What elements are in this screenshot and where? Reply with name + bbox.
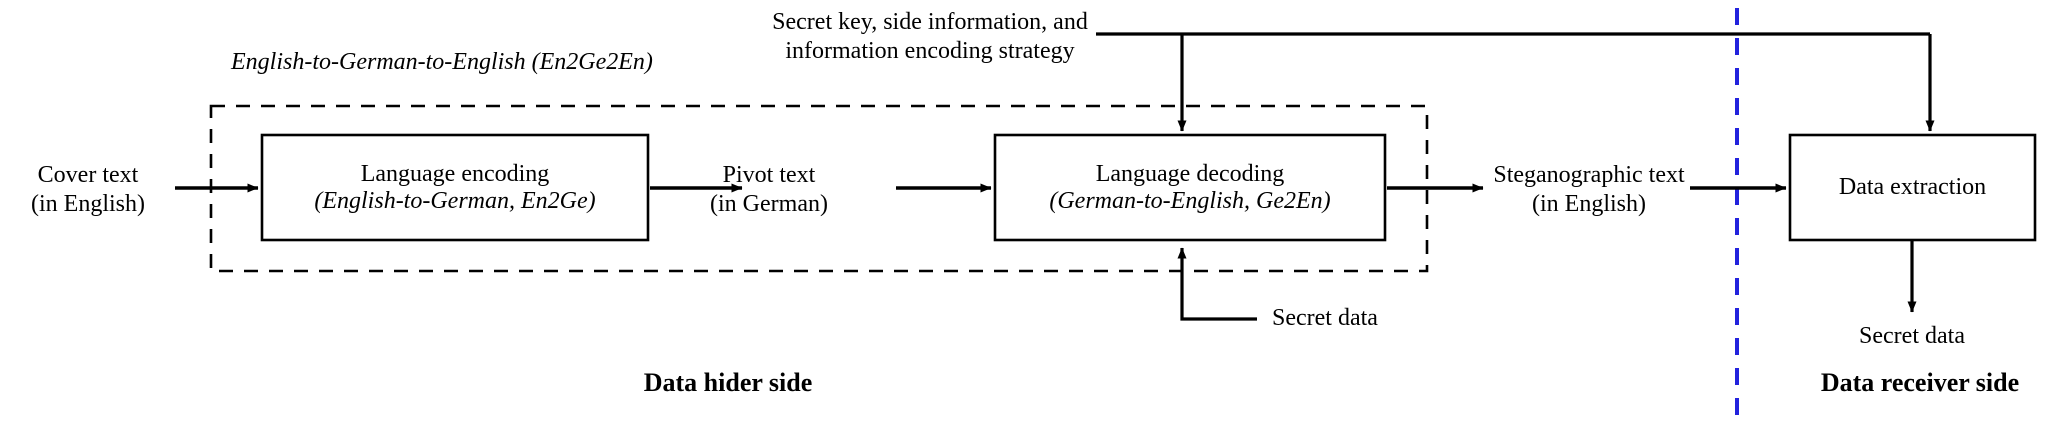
language-decoding-box[interactable] xyxy=(993,133,1387,242)
pivot-text-line-1: Pivot text xyxy=(722,162,816,188)
arrow-secret-data-into-decoding xyxy=(1177,247,1257,321)
language-decoding-subtitle: (German-to-English, Ge2En) xyxy=(1049,187,1331,214)
pivot-text-label: Pivot text (in German) xyxy=(676,161,862,220)
pivot-text-line-2: (in German) xyxy=(710,191,828,218)
steganographic-text-line-2: (in English) xyxy=(1532,191,1646,218)
language-encoding-box-label: Language encoding (English-to-German, En… xyxy=(262,135,648,240)
steganographic-text-label: Steganographic text (in English) xyxy=(1489,161,1689,220)
language-decoding-title: Language decoding xyxy=(1095,160,1285,187)
cover-text-line-2: (in English) xyxy=(31,191,145,218)
data-extraction-box[interactable] xyxy=(1788,133,2037,242)
side-information-label: Secret key, side information, and inform… xyxy=(760,8,1100,67)
language-encoding-title: Language encoding xyxy=(360,160,550,187)
cover-text-line-1: Cover text xyxy=(37,162,139,188)
side-information-line-1: Secret key, side information, and xyxy=(772,9,1088,35)
data-hider-side-caption: Data hider side xyxy=(643,368,813,397)
secret-data-input-label: Secret data xyxy=(1272,305,1378,331)
language-decoding-box-label: Language decoding (German-to-English, Ge… xyxy=(995,135,1385,240)
language-encoding-box[interactable] xyxy=(260,133,650,242)
data-extraction-title: Data extraction xyxy=(1838,174,1987,200)
side-information-line-2: information encoding strategy xyxy=(785,38,1075,65)
language-encoding-subtitle: (English-to-German, En2Ge) xyxy=(314,187,596,214)
secret-data-output-label: Secret data xyxy=(1859,323,1965,349)
steganographic-text-line-1: Steganographic text xyxy=(1493,162,1685,188)
cover-text-label: Cover text (in English) xyxy=(0,161,176,220)
en2ge2en-group-label: English-to-German-to-English (En2Ge2En) xyxy=(231,49,653,75)
data-receiver-side-caption: Data receiver side xyxy=(1820,368,2020,397)
data-extraction-box-label: Data extraction xyxy=(1790,135,2035,240)
